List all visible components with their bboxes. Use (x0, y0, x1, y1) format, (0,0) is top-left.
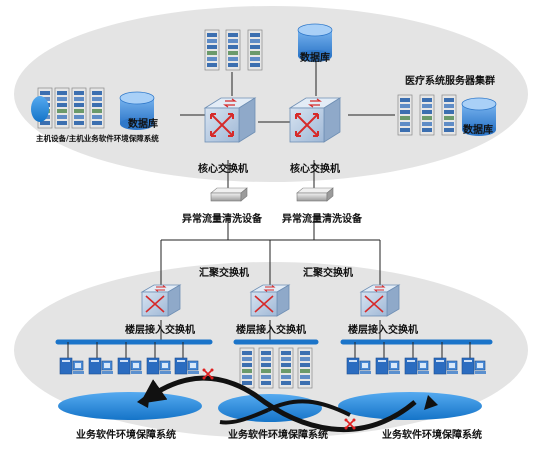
agg-switch-left-label: 汇聚交换机 (199, 266, 249, 279)
medical-cluster-label: 医疗系统服务器集群 (405, 74, 495, 87)
db-top-label: 数据库 (300, 51, 330, 64)
env-mid-label: 业务软件环境保障系统 (228, 428, 328, 441)
switch-icon (250, 284, 290, 317)
migration-arrow (139, 375, 417, 433)
medical-server-racks (397, 94, 457, 136)
db-left-label: 数据库 (128, 117, 158, 130)
floor-switch-right-label: 楼层接入交换机 (348, 323, 418, 336)
floor-switch-left-label: 楼层接入交换机 (125, 323, 195, 336)
traffic-cleaner-icon (296, 187, 334, 202)
traffic-cleaner-icon (210, 187, 248, 202)
db-right-label: 数据库 (463, 123, 493, 136)
core-zone-cloud (14, 6, 528, 182)
switch-icon (141, 284, 181, 317)
top-server-racks (204, 29, 263, 71)
env-disc-left (58, 392, 202, 420)
cleaner-left-label: 异常流量清洗设备 (182, 212, 263, 225)
env-right-label: 业务软件环境保障系统 (382, 428, 482, 441)
core-switch-right-label: 核心交换机 (290, 162, 340, 175)
switch-icon (360, 284, 400, 317)
agg-switch-right-label: 汇聚交换机 (303, 266, 353, 279)
core-switch-left-label: 核心交换机 (198, 162, 248, 175)
env-left-label: 业务软件环境保障系统 (76, 428, 176, 441)
cleaner-right-label: 异常流量清洗设备 (282, 212, 363, 225)
host-label: 主机设备/主机业务软件环境保障系统 (36, 133, 159, 143)
switch-icon (204, 97, 256, 143)
host-disc (31, 96, 49, 122)
switch-icon (289, 97, 341, 143)
floor-switch-mid-label: 楼层接入交换机 (236, 323, 306, 336)
